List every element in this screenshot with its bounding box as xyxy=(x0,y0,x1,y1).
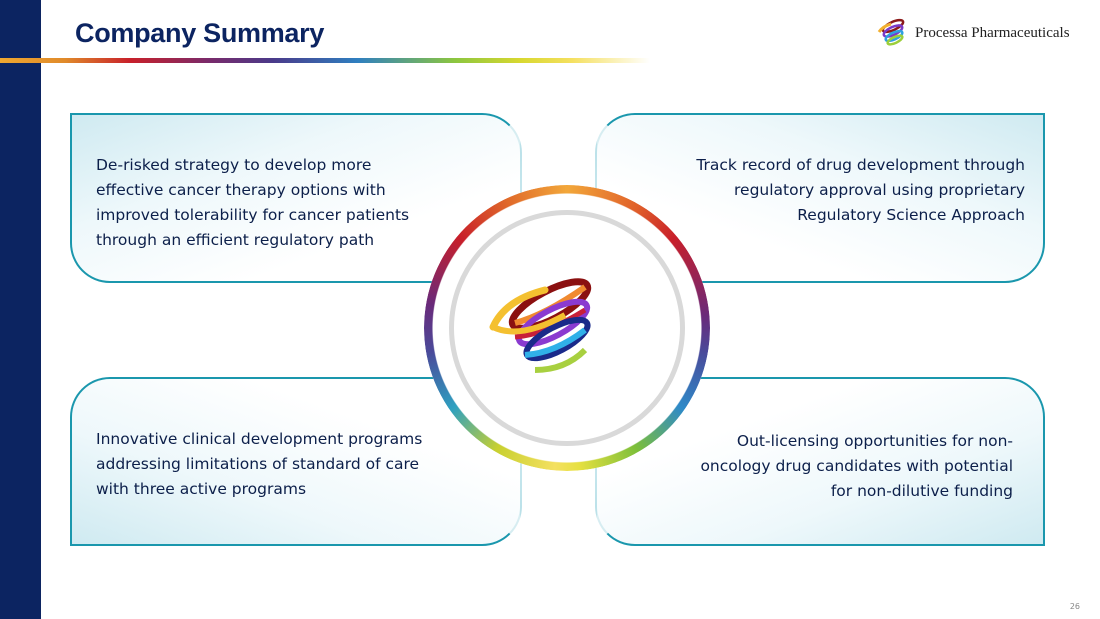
brand-logo: Processa Pharmaceuticals xyxy=(875,18,1070,48)
text-line: effective cancer therapy options with xyxy=(96,181,386,199)
page-title: Company Summary xyxy=(75,18,325,48)
text-line: regulatory approval using proprietary xyxy=(734,181,1025,199)
page-number: 26 xyxy=(1069,602,1080,611)
text-line: oncology drug candidates with potential xyxy=(700,457,1013,475)
quadrant-text: Innovative clinical development programs… xyxy=(96,427,422,502)
quadrant-clinical-programs: Innovative clinical development programs… xyxy=(70,377,522,546)
quadrant-out-licensing: Out-licensing opportunities for non- onc… xyxy=(595,377,1045,546)
text-line: Regulatory Science Approach xyxy=(797,206,1025,224)
processa-logo-icon xyxy=(877,18,905,46)
quadrant-strategy: De-risked strategy to develop more effec… xyxy=(70,113,522,283)
sidebar-band xyxy=(0,0,41,619)
brand-name: Processa Pharmaceuticals xyxy=(915,24,1070,41)
text-line: with three active programs xyxy=(96,480,307,498)
text-line: for non-dilutive funding xyxy=(830,482,1013,500)
quadrant-text: Out-licensing opportunities for non- onc… xyxy=(700,429,1013,504)
text-line: improved tolerability for cancer patient… xyxy=(96,206,410,224)
quadrant-text: Track record of drug development through… xyxy=(696,153,1025,228)
text-line: addressing limitations of standard of ca… xyxy=(96,455,420,473)
text-line: Innovative clinical development programs xyxy=(96,430,423,448)
quadrant-track-record: Track record of drug development through… xyxy=(595,113,1045,283)
text-line: Track record of drug development through xyxy=(696,156,1025,174)
quadrant-text: De-risked strategy to develop more effec… xyxy=(96,153,409,253)
text-line: Out-licensing opportunities for non- xyxy=(736,432,1013,450)
text-line: De-risked strategy to develop more xyxy=(96,156,372,174)
rainbow-divider xyxy=(0,58,650,63)
text-line: through an efficient regulatory path xyxy=(96,231,375,249)
center-logo-icon xyxy=(489,278,592,373)
grey-inner-ring xyxy=(449,210,685,446)
